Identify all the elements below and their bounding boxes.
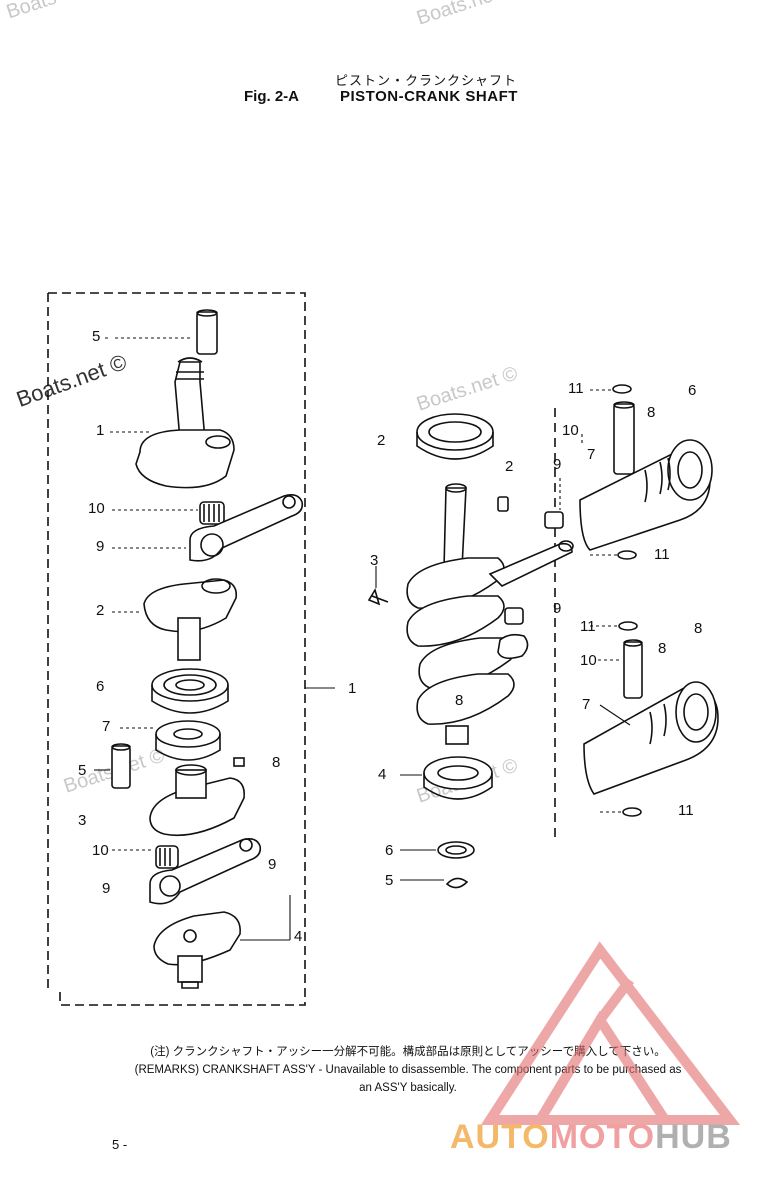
callout-left-10-lower: 10 [92, 842, 109, 859]
callout-left-4: 4 [294, 928, 303, 945]
callout-right-6: 6 [385, 842, 394, 859]
callout-left-1: 1 [96, 422, 105, 439]
leader-lines-left [94, 337, 335, 941]
leader-lines-right [375, 389, 631, 881]
callout-right-5: 5 [385, 872, 394, 889]
connecting-rod-left-drawing [189, 494, 304, 562]
callout-right-10-upper: 10 [562, 422, 579, 439]
callout-left-10-top: 10 [88, 500, 105, 517]
callout-left-7: 7 [102, 718, 111, 735]
assembly-boundary-left [47, 292, 306, 1006]
automotohub-logo-text: AUTOMOTOHUB [450, 1118, 732, 1157]
callout-right-9-upper: 9 [553, 456, 562, 473]
callout-right-11-d: 11 [678, 802, 694, 819]
callout-right-11-c: 11 [580, 618, 596, 635]
center-crank-drawing [149, 764, 246, 837]
upper-piston-drawing [579, 384, 713, 560]
remarks-english-line1: (REMARKS) CRANKSHAFT ASS'Y - Unavailable… [134, 1064, 682, 1076]
seal-left-drawing [155, 720, 221, 761]
crank-pin-top-drawing [196, 309, 218, 355]
connecting-rod-lower-drawing [149, 838, 262, 905]
assembled-crankshaft-drawing [367, 413, 574, 889]
logo-part-auto: AUTO [450, 1118, 550, 1156]
callout-left-9-ring: 9 [268, 856, 277, 873]
callout-right-8-upper: 8 [647, 404, 656, 421]
callout-right-8-pin: 8 [455, 692, 464, 709]
needle-bearing-left-drawing [199, 501, 225, 525]
automotohub-logo-triangle-icon [480, 941, 740, 1125]
callout-right-7-upper: 7 [587, 446, 596, 463]
callout-right-4: 4 [378, 766, 387, 783]
lower-crank-drawing [153, 911, 241, 989]
callout-left-5-top: 5 [92, 328, 101, 345]
logo-part-hub: HUB [655, 1118, 732, 1156]
title-japanese: ピストン・クランクシャフト [335, 73, 518, 88]
callout-right-2-key: 2 [505, 458, 514, 475]
needle-bearing-lower-drawing [155, 845, 179, 869]
remarks-english-line2: an ASS'Y basically. [359, 1082, 457, 1094]
callout-right-9-lower: 9 [553, 600, 562, 617]
callout-left-3: 3 [78, 812, 87, 829]
page-number: 5 - [112, 1137, 128, 1152]
crank-pin-lower-drawing [111, 743, 131, 789]
callout-left-9-top: 9 [96, 538, 105, 555]
callout-group-1: 1 [348, 680, 357, 697]
woodruff-key-left-drawing [233, 757, 245, 767]
callout-right-8-lower: 8 [658, 640, 667, 657]
callout-right-10-lower: 10 [580, 652, 597, 669]
figure-title: PISTON-CRANK SHAFT [340, 88, 518, 105]
callout-right-2-bearing: 2 [377, 432, 386, 449]
callout-right-8-ring: 8 [694, 620, 703, 637]
callout-left-9-lower: 9 [102, 880, 111, 897]
upper-crank-drawing [135, 357, 235, 489]
callout-right-11-b: 11 [654, 546, 670, 563]
callout-left-8: 8 [272, 754, 281, 771]
figure-label: Fig. 2-A [244, 88, 299, 105]
callout-left-2: 2 [96, 602, 105, 619]
callout-right-11-a: 11 [568, 380, 584, 397]
logo-part-moto: MOTO [549, 1118, 656, 1156]
callout-left-6: 6 [96, 678, 105, 695]
lower-piston-drawing [583, 621, 719, 817]
callout-right-3: 3 [370, 552, 379, 569]
callout-right-7-lower: 7 [582, 696, 591, 713]
crank-web-left-drawing [143, 578, 238, 661]
main-bearing-left-drawing [151, 668, 229, 714]
callout-left-5-lower: 5 [78, 762, 87, 779]
callout-right-6-piston: 6 [688, 382, 697, 399]
